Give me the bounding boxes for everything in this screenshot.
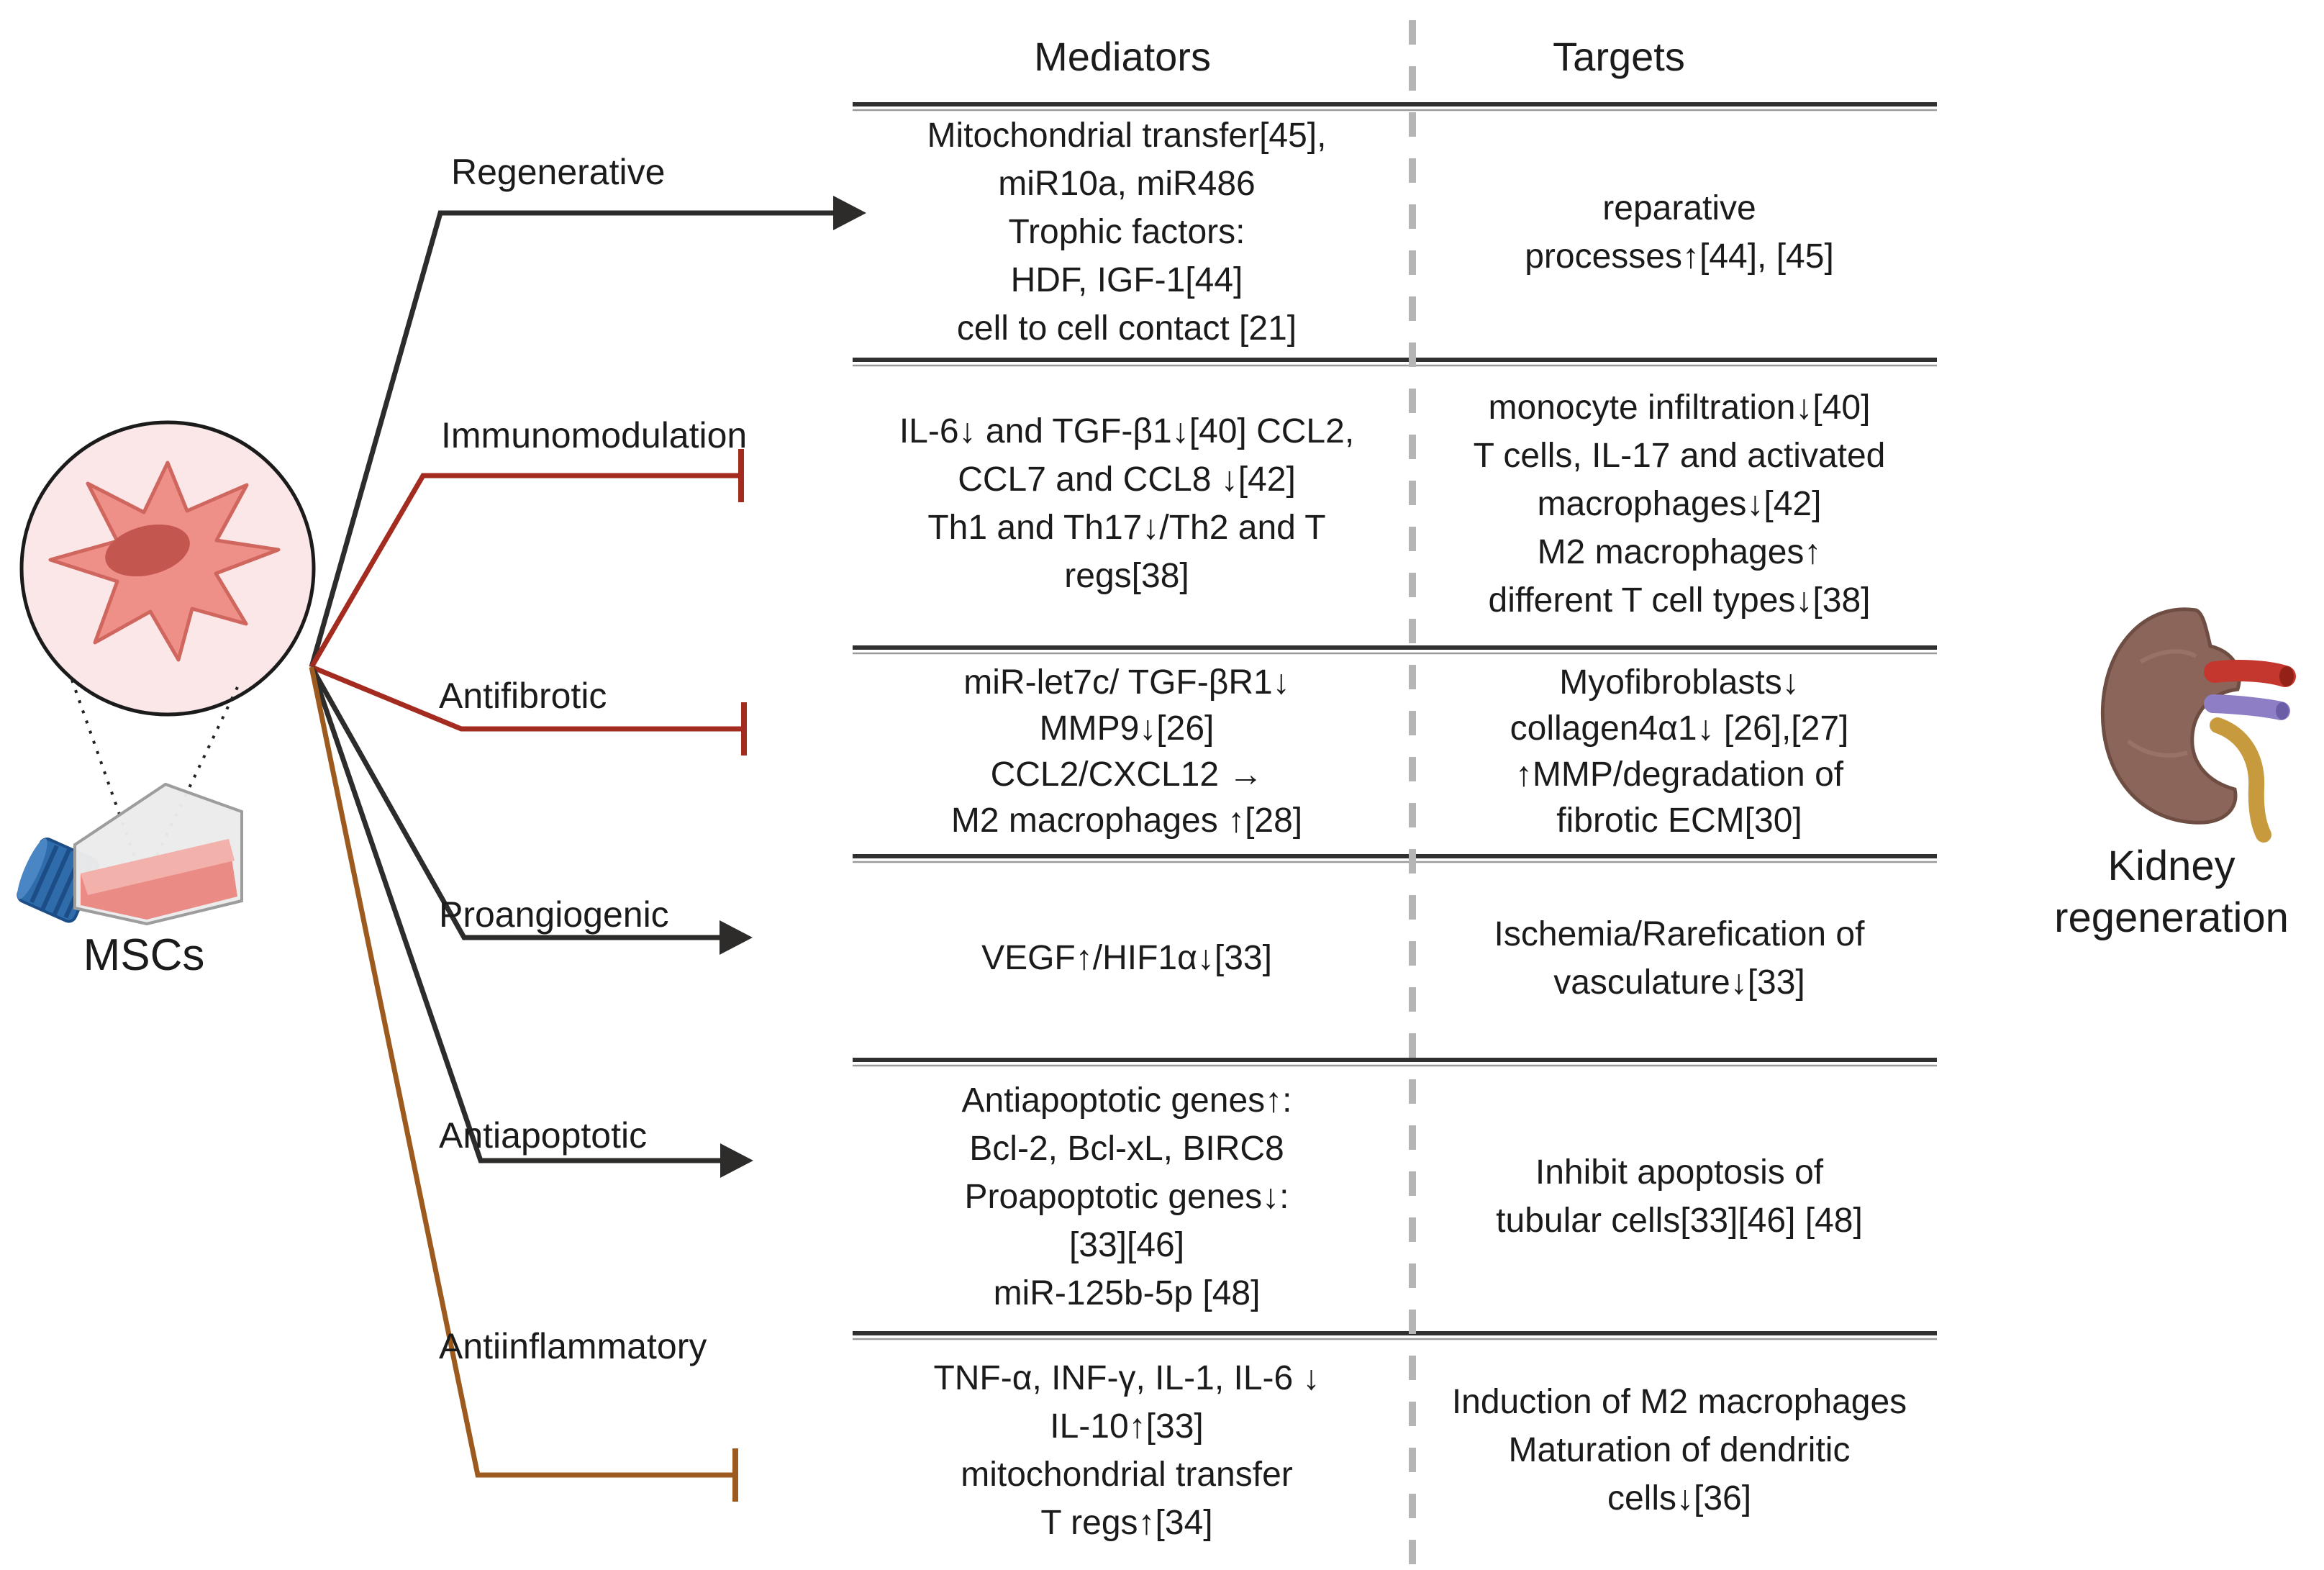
renal-vein [2204, 694, 2290, 720]
mediators-cell-antiinflammatory: TNF-α, INF-γ, IL-1, IL-6 ↓ IL-10↑[33] mi… [933, 1358, 1320, 1542]
arrowhead-icon [720, 1143, 753, 1178]
targets-column-header: Targets [1553, 33, 1685, 79]
category-label-immunomodulation: Immunomodulation [441, 415, 748, 455]
arrowhead-icon [720, 920, 753, 955]
arrowhead-icon [833, 196, 866, 230]
kidney-regeneration-label: Kidney regeneration [2007, 840, 2324, 944]
connector-immunomodulation [309, 449, 744, 668]
category-label-antifibrotic: Antifibrotic [439, 676, 607, 716]
connector-proangiogenic [309, 666, 753, 955]
kidney-label-line1: Kidney [2107, 843, 2236, 889]
mediators-cell-antifibrotic: miR-let7c/ TGF-βR1↓ MMP9↓[26] CCL2/CXCL1… [950, 663, 1303, 840]
targets-cell-proangiogenic: Ischemia/Rarefication of vasculature↓[33… [1494, 915, 1865, 1002]
flask-media-surface [81, 839, 235, 895]
dotted-line-left [71, 679, 144, 880]
mscs-label: MSCs [83, 930, 205, 980]
culture-flask-icon [17, 782, 243, 926]
kidney-body [2100, 607, 2241, 825]
category-label-antiapoptotic: Antiapoptotic [439, 1115, 648, 1156]
connector-antifibrotic [310, 664, 747, 755]
mediators-cell-proangiogenic: VEGF↑/HIF1α↓[33] [981, 939, 1272, 977]
category-label-antiinflammatory: Antiinflammatory [439, 1326, 707, 1366]
kidney-label-line2: regeneration [2054, 894, 2289, 941]
connector-regenerative [309, 196, 866, 668]
connector-antiapoptotic [309, 666, 753, 1178]
targets-cell-antiapoptotic: Inhibit apoptosis of tubular cells[33][4… [1496, 1153, 1863, 1240]
category-label-regenerative: Regenerative [451, 152, 666, 192]
mediators-cell-regenerative: Mitochondrial transfer[45], miR10a, miR4… [927, 117, 1327, 348]
renal-artery [2204, 660, 2296, 687]
targets-cell-immunomodulation: monocyte infiltration↓[40] T cells, IL-1… [1473, 388, 1886, 620]
connector-antiinflammatory [309, 666, 738, 1502]
targets-cell-antiinflammatory: Induction of M2 macrophages Maturation o… [1451, 1383, 1907, 1517]
kidney-icon [2100, 607, 2296, 843]
flask-outline [73, 782, 243, 926]
category-label-proangiogenic: Proangiogenic [439, 894, 669, 935]
cell-nucleus [105, 524, 190, 577]
ureter [2210, 717, 2271, 843]
table-rules-shadow [853, 109, 1937, 1340]
targets-cell-regenerative: reparative processes↑[44], [45] [1525, 189, 1834, 276]
table-rules [853, 102, 1937, 1335]
targets-cell-antifibrotic: Myofibroblasts↓ collagen4α1↓ [26],[27] ↑… [1510, 663, 1849, 840]
mediators-cell-immunomodulation: IL-6↓ and TGF-β1↓[40] CCL2, CCL7 and CCL… [899, 412, 1355, 595]
mediators-column-header: Mediators [1034, 33, 1211, 79]
mediators-cell-antiapoptotic: Antiapoptotic genes↑: Bcl-2, Bcl-xL, BIR… [961, 1081, 1292, 1312]
